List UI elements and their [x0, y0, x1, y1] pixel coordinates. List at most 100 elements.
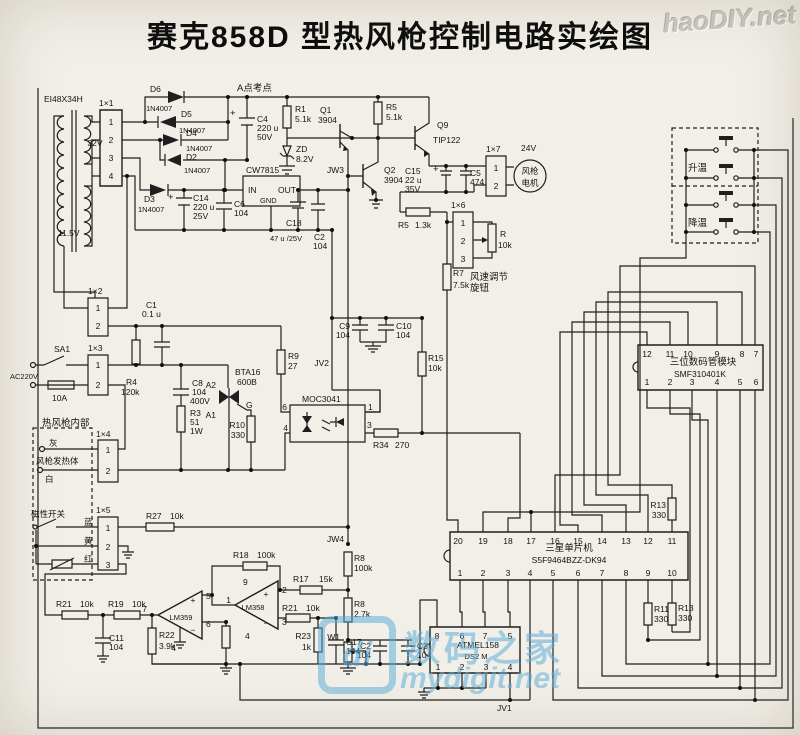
pin: 3: [106, 560, 111, 570]
label-r9-val: 27: [288, 361, 298, 371]
mydigit-logo-icon: di: [318, 616, 396, 694]
mcu-pin: 7: [600, 568, 605, 578]
label-r13a-val: 330: [652, 510, 666, 520]
label-jw4: JW4: [327, 534, 344, 544]
label-jv1: JV1: [497, 703, 512, 713]
disp-pin: 11: [666, 349, 675, 359]
label-c18-val: 47 u /25V: [270, 234, 302, 243]
pin: 3: [109, 153, 114, 163]
disp-pin: 10: [683, 349, 693, 359]
mcu-pin: 14: [597, 536, 607, 546]
label-r8b: R8: [354, 599, 365, 609]
label-c8: C8: [192, 378, 203, 388]
label-11v5: 11.5V: [58, 228, 80, 238]
disp-pin: 12: [642, 349, 652, 359]
op2-minus: −: [264, 618, 269, 628]
label-btn-down: 降温: [688, 217, 708, 229]
label-op2-p2: 2: [282, 585, 287, 595]
label-r13b-val: 330: [678, 613, 692, 623]
label-op2-p4: 4: [245, 631, 250, 641]
label-r27: R27: [146, 511, 162, 521]
label-c2b: C2: [360, 641, 371, 651]
label-r21b-val: 10k: [306, 603, 320, 613]
transformer-symbol: [54, 110, 100, 308]
label-d3: D3: [144, 194, 155, 204]
label-c4-volt: 50V: [257, 132, 272, 142]
label-q1-val: 3904: [318, 115, 337, 125]
plus-c15: +: [433, 164, 439, 175]
label-r1-val: 5.1k: [295, 114, 312, 124]
label-c11-val: 104: [109, 642, 123, 652]
label-d2-val: 1N4007: [184, 166, 210, 175]
label-r4: R4: [126, 377, 137, 387]
label-motor-1: 风枪: [521, 166, 539, 176]
label-c18: C18: [286, 218, 302, 228]
mcu-pin: 3: [506, 568, 511, 578]
label-c14-volt: 25V: [193, 211, 208, 221]
connector-1x1: [100, 110, 122, 186]
label-d6: D6: [150, 84, 161, 94]
label-c6: C6: [234, 199, 245, 209]
disp-pin: 7: [754, 349, 759, 359]
label-q2: Q2: [384, 165, 396, 175]
label-heater: 风枪发热体: [36, 456, 79, 466]
label-c15-volt: 35V: [405, 184, 420, 194]
label-conn-1x4: 1×4: [96, 429, 111, 439]
wires-buttons: [672, 128, 758, 243]
label-q9-val: TIP122: [433, 135, 461, 145]
label-mcu-model: S5F9464BZZ-DK94: [532, 555, 607, 565]
label-op2-p1: 1: [226, 595, 231, 605]
disp-pin: 9: [715, 349, 720, 359]
wires-opamps: [62, 552, 530, 700]
label-r3-watt: 1W: [190, 426, 203, 436]
label-ee-model: DS2 M: [465, 652, 488, 661]
mcu-pin: 5: [551, 568, 556, 578]
label-r13a: R13: [650, 500, 666, 510]
label-r15: R15: [428, 353, 444, 363]
pin: 1: [494, 163, 499, 173]
label-c14: C14: [193, 193, 209, 203]
label-r1: R1: [295, 104, 306, 114]
label-d5: D5: [181, 109, 192, 119]
label-c3-val: 104: [417, 650, 431, 660]
label-c15: C15: [405, 166, 421, 176]
plus-c4: +: [230, 108, 236, 119]
label-conn-1x6: 1×6: [451, 200, 466, 210]
label-disp-model: SMF310401K: [674, 369, 726, 379]
label-a1: A1: [206, 410, 217, 420]
label-disp-name: 三位数码管模块: [670, 356, 737, 368]
label-r27-val: 10k: [170, 511, 184, 521]
label-7815-out: OUT: [278, 185, 296, 195]
label-r23: R23: [295, 631, 311, 641]
label-c11: C11: [109, 633, 124, 643]
label-r9: R9: [288, 351, 299, 361]
wires-fan-motor: [400, 156, 546, 532]
pin: 2: [106, 466, 111, 476]
label-w1: W1: [327, 632, 340, 642]
label-a2: A2: [206, 380, 217, 390]
mcu-pin: 9: [646, 568, 651, 578]
label-7815-in: IN: [248, 185, 257, 195]
label-motor-2: 电机: [521, 178, 539, 188]
disp-pin: 6: [754, 377, 759, 387]
wires-mcu-display: [444, 150, 788, 700]
op2-plus: +: [264, 589, 269, 599]
label-ee-name: ATMEL158: [457, 640, 499, 650]
ee-pin: 6: [460, 631, 465, 641]
label-c1-val: 0.1 u: [142, 309, 161, 319]
label-c2-val: 104: [313, 241, 327, 251]
pin: 2: [96, 380, 101, 390]
label-q9: Q9: [437, 120, 449, 130]
label-r18: R18: [233, 550, 249, 560]
label-c4: C4: [257, 114, 268, 124]
label-r21a-val: 10k: [80, 599, 94, 609]
ee-pin: 4: [508, 662, 513, 672]
label-r5b-val: 1.3k: [415, 220, 432, 230]
label-c1: C1: [146, 300, 157, 310]
label-yellow: 黄: [84, 536, 93, 546]
disp-pin: 2: [668, 377, 673, 387]
label-fuse: 10A: [52, 393, 67, 403]
label-triac-val: 600B: [237, 377, 257, 387]
label-blue: 蓝: [84, 517, 93, 527]
